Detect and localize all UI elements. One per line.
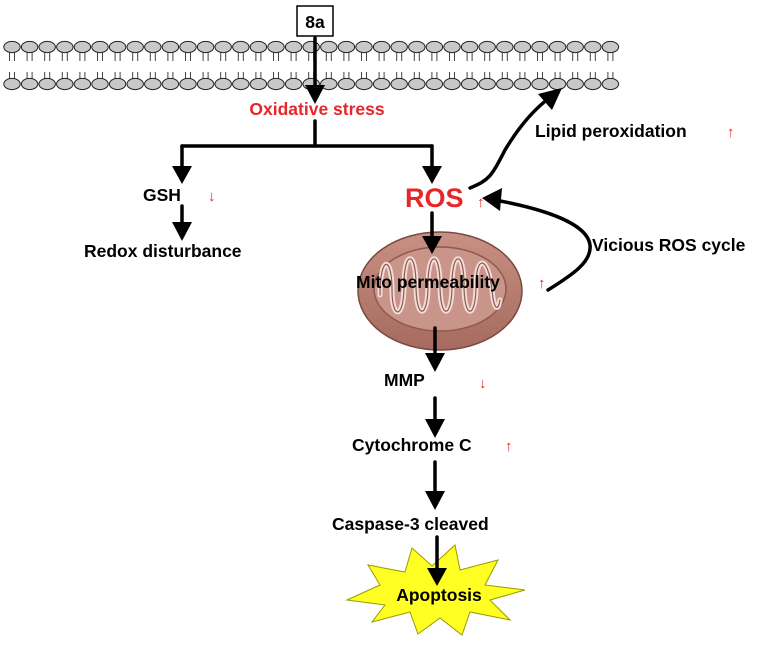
phospholipid-head [531, 77, 549, 91]
compound-8a-box: 8a [296, 5, 334, 37]
gsh-label: GSH [143, 185, 181, 205]
phospholipid-head [179, 77, 197, 91]
phospholipid-head [337, 40, 356, 54]
phospholipid-head [408, 77, 426, 91]
phospholipid-head [56, 40, 74, 54]
phospholipid-head [91, 77, 109, 91]
phospholipid-head [144, 40, 162, 54]
phospholipid-head [337, 77, 356, 91]
phospholipid-head [390, 40, 408, 54]
phospholipid-head [214, 77, 232, 91]
phospholipid-head [566, 77, 584, 91]
phospholipid-head [91, 40, 109, 54]
phospholipid-head [267, 77, 285, 91]
phospholipid-head [126, 40, 144, 54]
phospholipid-head [548, 40, 567, 54]
phospholipid-head [531, 40, 549, 54]
phospholipid-head [249, 40, 268, 54]
phospholipid-head [3, 40, 21, 54]
mmp-label: MMP [384, 370, 425, 390]
phospholipid-head [20, 40, 39, 54]
phospholipid-head [496, 77, 514, 91]
lipid-up-indicator: ↑ [727, 124, 735, 141]
phospholipid-head [355, 40, 373, 54]
mito-up-indicator: ↑ [538, 275, 546, 292]
phospholipid-head [267, 40, 285, 54]
phospholipid-head [73, 40, 92, 54]
phospholipid-head [478, 40, 496, 54]
phospholipid-head [566, 40, 584, 54]
phospholipid-head [443, 77, 461, 91]
phospholipid-head [372, 40, 391, 54]
phospholipid-head [56, 77, 74, 91]
oxidative-stress-label: Oxidative stress [249, 99, 384, 119]
mmp-down-indicator: ↓ [479, 375, 487, 392]
pathway-arrows [180, 36, 592, 575]
phospholipid-head [460, 77, 479, 91]
cell-membrane-bilayer [3, 40, 620, 91]
phospholipid-head [38, 77, 56, 91]
phospholipid-head [513, 40, 532, 54]
apoptosis-burst-icon [345, 544, 526, 636]
redox-disturbance-label: Redox disturbance [84, 241, 242, 261]
phospholipid-head [513, 77, 532, 91]
cytochrome-c-label: Cytochrome C [352, 435, 472, 455]
phospholipid-head [179, 40, 197, 54]
phospholipid-head [355, 77, 373, 91]
phospholipid-head [38, 40, 56, 54]
phospholipid-head [144, 77, 162, 91]
phospholipid-head [601, 77, 620, 91]
vicious-ros-cycle-label: Vicious ROS cycle [592, 235, 746, 255]
phospholipid-head [408, 40, 426, 54]
phospholipid-head [20, 77, 39, 91]
phospholipid-head [584, 40, 602, 54]
phospholipid-head [548, 77, 567, 91]
phospholipid-head [108, 40, 127, 54]
phospholipid-head [443, 40, 461, 54]
mitochondrion-icon [357, 231, 523, 351]
phospholipid-head [496, 40, 514, 54]
lipid-peroxidation-label: Lipid peroxidation [535, 121, 687, 141]
mito-permeability-label: Mito permeability [356, 272, 500, 292]
phospholipid-head [214, 40, 232, 54]
phospholipid-head [232, 77, 250, 91]
phospholipid-head [3, 77, 21, 91]
phospholipid-head [161, 40, 180, 54]
phospholipid-head [425, 77, 444, 91]
phospholipid-head [73, 77, 92, 91]
phospholipid-head [425, 40, 444, 54]
compound-label: 8a [305, 12, 325, 32]
caspase-3-label: Caspase-3 cleaved [332, 514, 489, 534]
ros-up-indicator: ↑ [477, 194, 485, 211]
phospholipid-head [390, 77, 408, 91]
gsh-down-indicator: ↓ [208, 188, 216, 205]
cytochrome-up-indicator: ↑ [505, 438, 513, 455]
phospholipid-head [284, 77, 303, 91]
phospholipid-head [196, 40, 215, 54]
phospholipid-head [302, 40, 320, 54]
phospholipid-head [601, 40, 620, 54]
ros-label: ROS [405, 183, 464, 213]
phospholipid-head [584, 77, 602, 91]
phospholipid-head [284, 40, 303, 54]
phospholipid-head [320, 40, 338, 54]
phospholipid-head [161, 77, 180, 91]
apoptosis-label: Apoptosis [396, 585, 482, 605]
phospholipid-head [126, 77, 144, 91]
phospholipid-head [372, 77, 391, 91]
phospholipid-head [320, 77, 338, 91]
phospholipid-head [232, 40, 250, 54]
phospholipid-head [460, 40, 479, 54]
phospholipid-head [196, 77, 215, 91]
arrowheads [172, 85, 562, 586]
phospholipid-head [108, 77, 127, 91]
phospholipid-head [249, 77, 268, 91]
phospholipid-head [478, 77, 496, 91]
